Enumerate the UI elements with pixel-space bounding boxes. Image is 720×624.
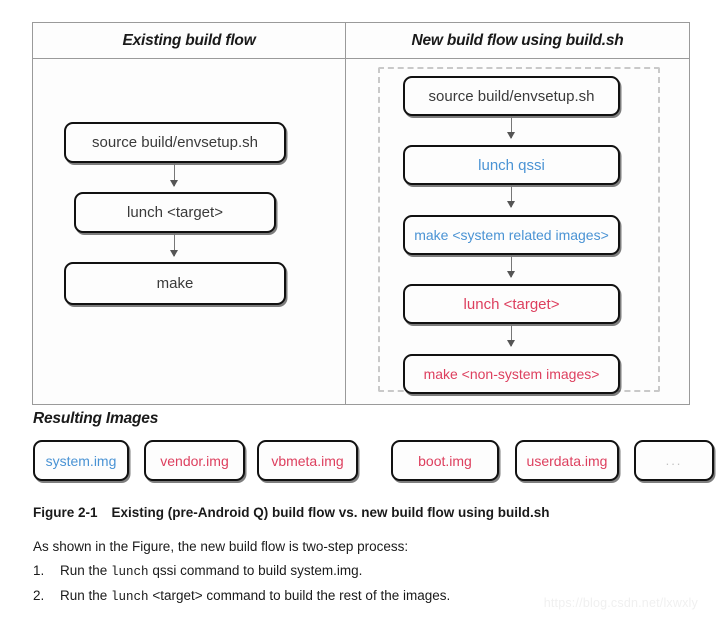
flow-arrow-down-icon [507, 116, 515, 139]
step-text-pre: Run the [60, 588, 112, 603]
figure-caption-number: Figure 2-1 [33, 505, 98, 520]
column-header-existing-build-flow: Existing build flow [33, 23, 346, 58]
image-chip-ellipsis: ... [634, 440, 714, 481]
image-chip-boot-img: boot.img [391, 440, 499, 481]
steps-list: 1. Run the lunch qssi command to build s… [33, 563, 693, 613]
flow-arrow-down-icon [507, 255, 515, 278]
flow-node-source-envsetup: source build/envsetup.sh [64, 122, 286, 163]
step-text-post: qssi command to build system.img. [148, 563, 363, 578]
step-command: lunch [111, 565, 149, 579]
new-build-flow-column: source build/envsetup.sh lunch qssi make… [346, 59, 689, 404]
flow-node-make-non-system-images: make <non-system images> [403, 354, 620, 394]
resulting-images-title: Resulting Images [33, 410, 159, 427]
figure-caption-text: Existing (pre-Android Q) build flow vs. … [111, 505, 550, 520]
list-item-text: Run the lunch <target> command to build … [60, 588, 450, 604]
intro-paragraph: As shown in the Figure, the new build fl… [33, 539, 409, 554]
step-command: lunch [111, 590, 149, 604]
flow-arrow-down-icon [507, 185, 515, 208]
list-item: 2. Run the lunch <target> command to bui… [33, 588, 693, 604]
list-item-number: 2. [33, 588, 45, 603]
flow-node-make: make [64, 262, 286, 305]
flow-node-lunch-target: lunch <target> [74, 192, 276, 233]
flow-arrow-down-icon [170, 163, 178, 187]
step-text-pre: Run the [60, 563, 112, 578]
existing-build-flow-column: source build/envsetup.sh lunch <target> … [33, 59, 346, 404]
step-text-post: <target> command to build the rest of th… [148, 588, 451, 603]
flow-node-make-system-related-images: make <system related images> [403, 215, 620, 255]
resulting-images-row: system.img vendor.img vbmeta.img boot.im… [33, 440, 714, 482]
list-item-number: 1. [33, 563, 45, 578]
list-item-text: Run the lunch qssi command to build syst… [60, 563, 362, 579]
figure-table-header-row: Existing build flow New build flow using… [33, 23, 689, 59]
image-chip-userdata-img: userdata.img [515, 440, 619, 481]
flow-node-lunch-target: lunch <target> [403, 284, 620, 324]
list-item: 1. Run the lunch qssi command to build s… [33, 563, 693, 579]
figure-table-body-row: source build/envsetup.sh lunch <target> … [33, 59, 689, 404]
image-chip-system-img: system.img [33, 440, 129, 481]
column-header-new-build-flow: New build flow using build.sh [411, 31, 624, 49]
flow-node-source-envsetup: source build/envsetup.sh [403, 76, 620, 116]
flow-node-lunch-qssi: lunch qssi [403, 145, 620, 185]
watermark: https://blog.csdn.net/lxwxly [543, 596, 698, 610]
flow-arrow-down-icon [507, 324, 515, 347]
figure-caption: Figure 2-1 Existing (pre-Android Q) build… [33, 505, 550, 520]
figure-table: Existing build flow New build flow using… [32, 22, 690, 405]
flow-arrow-down-icon [170, 233, 178, 257]
image-chip-vendor-img: vendor.img [144, 440, 245, 481]
image-chip-vbmeta-img: vbmeta.img [257, 440, 358, 481]
